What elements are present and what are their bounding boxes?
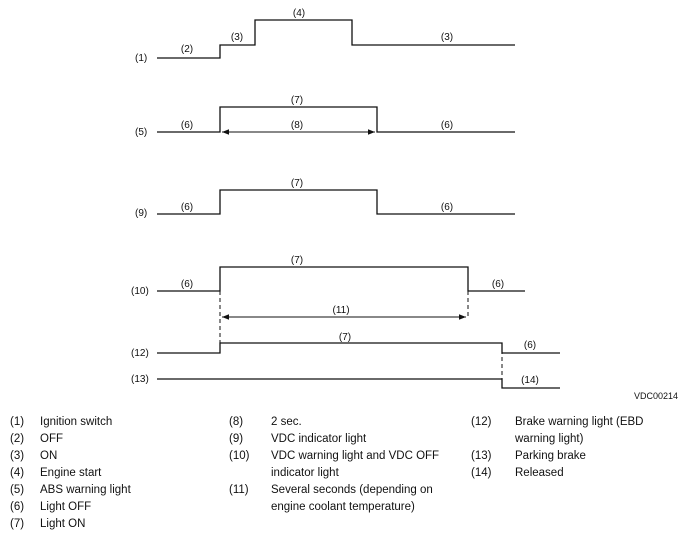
legend-number: (11) (229, 484, 249, 496)
row-label-9: (9) (135, 208, 147, 219)
label-several-seconds: (11) (333, 305, 350, 316)
legend-item: (9) VDC indicator light (229, 431, 449, 448)
label-released: (14) (521, 375, 539, 386)
legend-text: VDC indicator light (271, 433, 367, 445)
label-light-on-10: (7) (291, 255, 303, 266)
legend-number: (8) (229, 416, 244, 428)
row-label-1: (1) (135, 53, 147, 64)
legend-item: (2) OFF (10, 431, 200, 448)
label-light-off-10a: (6) (181, 279, 193, 290)
legend-item: (8) 2 sec. (229, 414, 449, 431)
legend-item: (4) Engine start (10, 465, 200, 482)
row-label-5: (5) (135, 127, 147, 138)
row-label-12: (12) (131, 348, 149, 359)
legend-text: ABS warning light (40, 484, 131, 496)
legend-number: (9) (229, 433, 244, 445)
legend-item: (6) Light OFF (10, 499, 200, 516)
label-light-off-12: (6) (524, 340, 536, 351)
legend-text: Released (515, 467, 564, 479)
row-label-10: (10) (131, 286, 149, 297)
vdc-warning-waveform (157, 266, 525, 292)
legend-item: (5) ABS warning light (10, 482, 200, 499)
legend-text: VDC warning light and VDC OFF indicator … (271, 450, 440, 479)
legend-column-2: (8) 2 sec. (9) VDC indicator light (10) VDC… (229, 414, 449, 516)
legend-number: (14) (471, 467, 492, 479)
figure-code: VDC00214 (634, 391, 678, 401)
legend-number: (2) (10, 433, 25, 445)
label-light-on-12: (7) (339, 332, 351, 343)
legend-item: (12) Brake warning light (EBD warning lig… (471, 414, 686, 448)
legend-number: (5) (10, 484, 25, 496)
legend-text: Parking brake (515, 450, 586, 462)
legend-number: (10) (229, 450, 250, 462)
legend-text: Light OFF (40, 501, 92, 513)
legend-item: (1) Ignition switch (10, 414, 200, 431)
label-engine-start: (4) (293, 8, 305, 19)
legend-text: Brake warning light (EBD warning light) (515, 416, 644, 445)
legend-text: Light ON (40, 518, 86, 530)
legend-item: (10) VDC warning light and VDC OFF indica… (229, 448, 449, 482)
legend-item: (13) Parking brake (471, 448, 686, 465)
legend-number: (4) (10, 467, 25, 479)
legend-item: (11) Several seconds (depending on engine… (229, 482, 449, 516)
label-on-2: (3) (441, 32, 453, 43)
label-on-1: (3) (231, 32, 243, 43)
label-light-off-9b: (6) (441, 202, 453, 213)
legend-text: OFF (40, 433, 63, 445)
legend-text: Engine start (40, 467, 102, 479)
label-off-1: (2) (181, 44, 193, 55)
label-light-off-5a: (6) (181, 120, 193, 131)
legend-column-3: (12) Brake warning light (EBD warning lig… (471, 414, 686, 482)
abs-warning-waveform (157, 106, 515, 133)
legend-item: (7) Light ON (10, 516, 200, 533)
label-light-off-9a: (6) (181, 202, 193, 213)
timing-diagram: (1) (2) (3) (4) (3) (5) (6) (7) (8) (6) … (131, 8, 678, 401)
legend-number: (3) (10, 450, 25, 462)
legend-number: (12) (471, 416, 492, 428)
label-two-sec: (8) (291, 120, 303, 131)
legend-number: (7) (10, 518, 25, 530)
brake-warning-waveform (157, 342, 560, 354)
label-light-on-5: (7) (291, 95, 303, 106)
legend-number: (1) (10, 416, 25, 428)
label-light-off-5b: (6) (441, 120, 453, 131)
legend-text: 2 sec. (271, 416, 302, 428)
legend-text: Ignition switch (40, 416, 113, 428)
legend-item: (3) ON (10, 448, 200, 465)
ignition-switch-waveform (157, 19, 515, 59)
label-light-on-9: (7) (291, 178, 303, 189)
parking-brake-waveform (157, 378, 560, 389)
legend-text: ON (40, 450, 58, 462)
legend-column-1: (1) Ignition switch (2) OFF (3) ON (4) Engin… (10, 414, 200, 533)
legend-number: (13) (471, 450, 492, 462)
legend-item: (14) Released (471, 465, 686, 482)
legend-number: (6) (10, 501, 25, 513)
label-light-off-10b: (6) (492, 279, 504, 290)
legend-text: Several seconds (depending on engine coo… (271, 484, 433, 513)
row-label-13: (13) (131, 374, 149, 385)
vdc-indicator-waveform (157, 189, 515, 215)
